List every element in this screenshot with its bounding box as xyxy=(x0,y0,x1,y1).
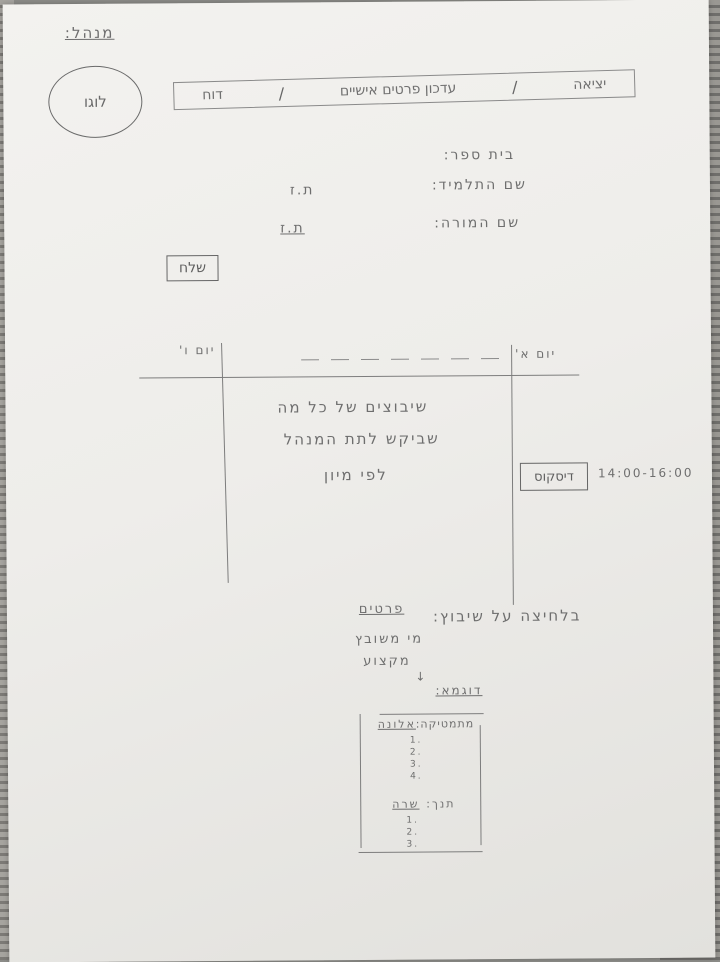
header-dashes xyxy=(301,358,502,361)
time-range: 14:00-16:00 xyxy=(597,465,694,481)
example-box-top xyxy=(379,713,484,716)
example-student-label: תנך: xyxy=(426,797,456,811)
example-label: דוגמא: xyxy=(435,683,483,698)
nav-report[interactable]: דוח xyxy=(202,86,224,104)
logo[interactable]: לוגו xyxy=(48,65,143,139)
nav-logout[interactable]: יציאה xyxy=(572,76,607,93)
example-teacher-name: אלונה xyxy=(377,717,416,731)
example-student-item: 1. xyxy=(406,815,420,826)
nav-bar: יציאה / עדכון פרטים אישיים / דוח xyxy=(172,69,636,111)
table-header-line xyxy=(139,374,580,379)
example-teacher-item: 3. xyxy=(409,759,423,770)
schedule-note-line-2: שביקש לתת המנהל xyxy=(283,429,440,449)
example-teacher-label: מתמטיקה: xyxy=(415,717,475,731)
click-explanation-title: בלחיצה על שיבוץ: xyxy=(432,606,582,626)
nav-update-details[interactable]: עדכון פרטים אישיים xyxy=(339,80,457,100)
schedule-note-line-3: לפי מיון xyxy=(323,465,388,485)
teacher-id-value[interactable]: ת.ז xyxy=(280,220,305,237)
click-detail-line-1: פרטים xyxy=(358,601,405,618)
teacher-label: שם המורה: xyxy=(434,214,521,232)
table-divider-left xyxy=(221,342,230,583)
student-id-value[interactable]: ת.ז xyxy=(289,182,315,199)
example-box-left xyxy=(359,713,362,848)
column-header-other: יום ו' xyxy=(179,342,216,358)
example-box-bottom xyxy=(358,851,483,854)
example-teacher-item: 2. xyxy=(409,747,423,758)
arrow-icon: ↓ xyxy=(415,669,428,684)
lesson-slot-button[interactable]: דיסקוס xyxy=(519,462,589,491)
example-teacher-item: 1. xyxy=(409,735,423,746)
example-student-item: 3. xyxy=(406,839,420,850)
column-header-day: יום א' xyxy=(515,346,557,361)
logo-text: לוגו xyxy=(83,92,107,111)
example-student-name: שרה xyxy=(392,797,420,811)
schedule-note-line-1: שיבוצים של כל מה xyxy=(277,397,429,417)
school-label: בית ספר: xyxy=(443,146,516,164)
send-button[interactable]: שלח xyxy=(166,254,219,282)
click-detail-line-3: מקצוע xyxy=(363,653,411,669)
example-student-item: 2. xyxy=(406,827,420,838)
table-divider-right xyxy=(511,344,515,605)
admin-label: מנהל: xyxy=(64,23,115,43)
nav-separator: / xyxy=(278,83,285,103)
click-detail-line-2: מי משובץ xyxy=(355,631,424,648)
example-teacher-item: 4. xyxy=(410,771,423,782)
nav-separator: / xyxy=(511,77,518,97)
student-label: שם התלמיד: xyxy=(431,176,527,194)
example-box-right xyxy=(479,725,482,846)
